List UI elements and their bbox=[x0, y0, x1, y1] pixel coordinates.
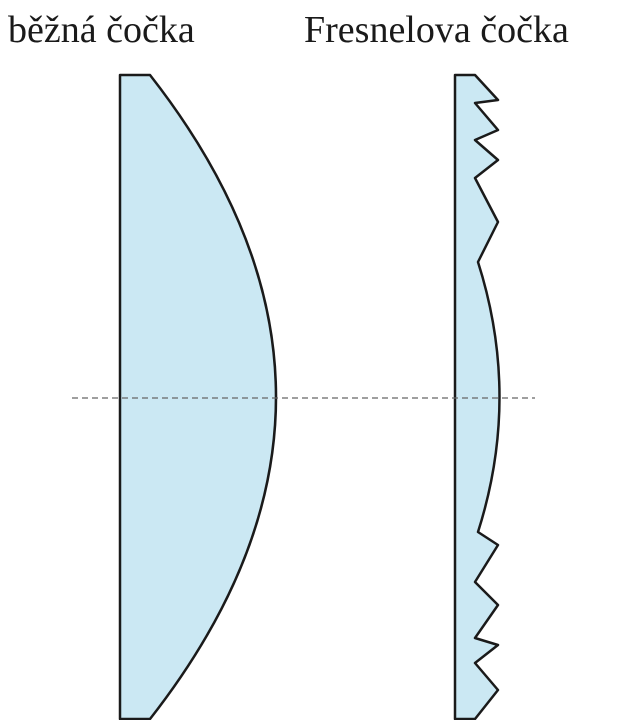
fresnel-lens-label: Fresnelova čočka bbox=[304, 9, 569, 51]
fresnel-lens-shape bbox=[453, 73, 501, 720]
conventional-lens-label: běžná čočka bbox=[8, 9, 195, 51]
conventional-lens-shape bbox=[118, 73, 278, 720]
